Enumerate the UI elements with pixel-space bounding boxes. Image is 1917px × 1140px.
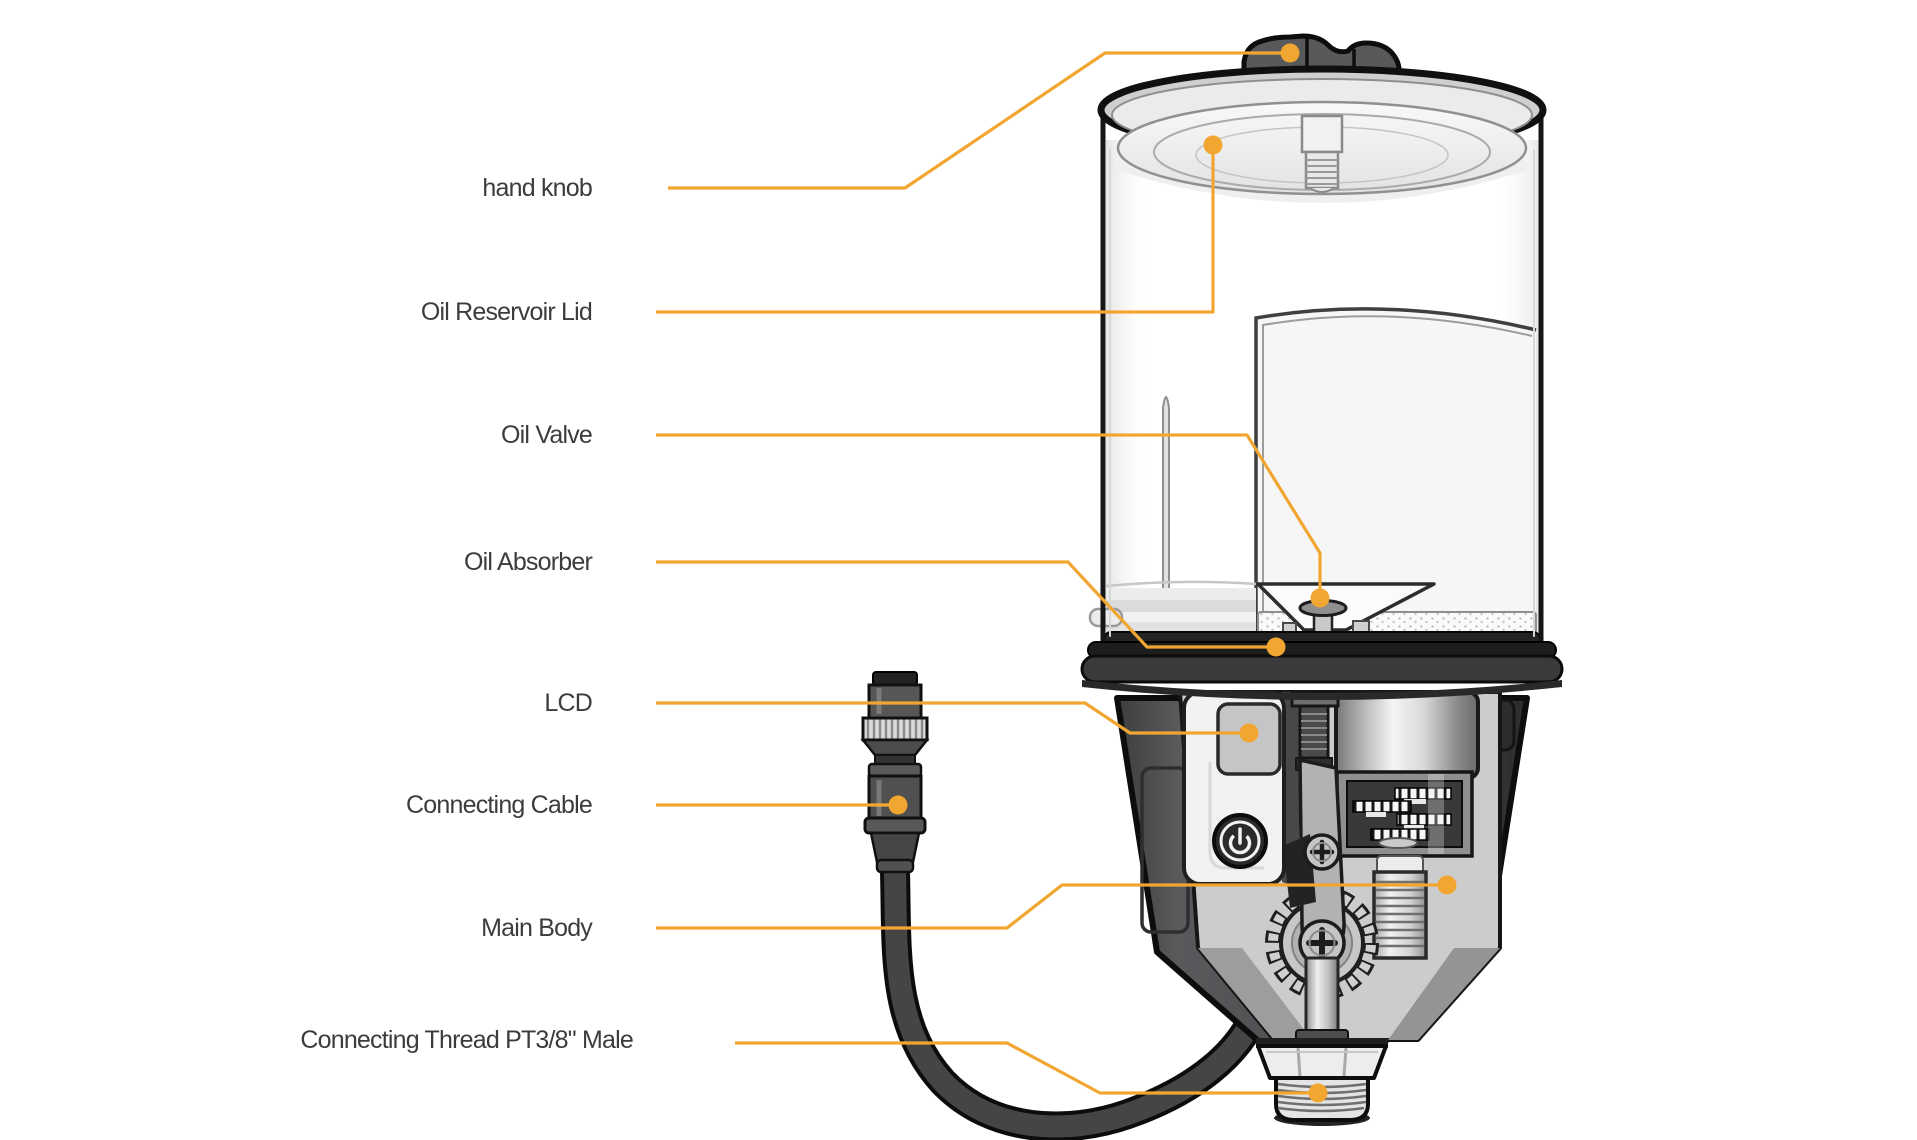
label-hand-knob: hand knob <box>482 174 592 202</box>
leader-connecting-thread <box>735 1041 1318 1095</box>
callout-dots <box>888 43 1457 1103</box>
callout-dot-connecting-cable <box>888 795 908 815</box>
hex-nut <box>1256 1044 1388 1080</box>
lid-stud <box>1300 114 1344 193</box>
reservoir-walls <box>1100 113 1544 653</box>
label-lcd: LCD <box>544 689 592 717</box>
callout-dot-oil-absorber <box>1266 637 1286 657</box>
leader-main-body <box>656 883 1447 930</box>
label-oil-reservoir-lid: Oil Reservoir Lid <box>420 298 593 326</box>
phillips-screw-upper <box>1303 833 1341 871</box>
power-icon <box>1228 827 1252 855</box>
power-button <box>1212 813 1268 869</box>
pump-mechanism <box>1265 690 1480 1044</box>
leader-lcd <box>656 701 1249 735</box>
callout-dot-main-body <box>1437 875 1457 895</box>
connecting-cable-part <box>860 671 1275 1140</box>
phillips-screw-lower <box>1298 919 1346 967</box>
oil-reservoir-lid-part <box>1097 65 1547 196</box>
inner-cylinder <box>1256 308 1536 634</box>
leader-hand-knob <box>668 51 1290 190</box>
main-body-part <box>1114 690 1530 1049</box>
leader-oil-absorber <box>656 560 1276 649</box>
label-connecting-cable: Connecting Cable <box>406 791 593 819</box>
control-panel <box>1182 690 1286 886</box>
encoder-box <box>1335 770 1474 858</box>
callout-dot-oil-valve <box>1310 588 1330 608</box>
connecting-thread-part <box>1256 1038 1388 1126</box>
oil-reservoir <box>1088 140 1541 653</box>
cable-connector <box>860 671 930 874</box>
leader-lines <box>656 51 1447 1095</box>
callout-dot-connecting-thread <box>1308 1083 1328 1103</box>
worm-screw <box>1372 855 1428 960</box>
label-oil-absorber: Oil Absorber <box>464 548 593 576</box>
label-connecting-thread: Connecting Thread PT3/8" Male <box>300 1026 633 1054</box>
label-oil-valve: Oil Valve <box>501 421 593 449</box>
oil-level-pin <box>1162 396 1170 591</box>
motor <box>1334 690 1480 780</box>
callout-dot-hand-knob <box>1280 43 1300 63</box>
leader-oil-valve <box>656 433 1322 598</box>
callout-dot-oil-reservoir-lid <box>1203 135 1223 155</box>
callout-dot-lcd <box>1239 723 1259 743</box>
label-main-body: Main Body <box>481 914 593 942</box>
leader-oil-reservoir-lid <box>656 145 1215 314</box>
